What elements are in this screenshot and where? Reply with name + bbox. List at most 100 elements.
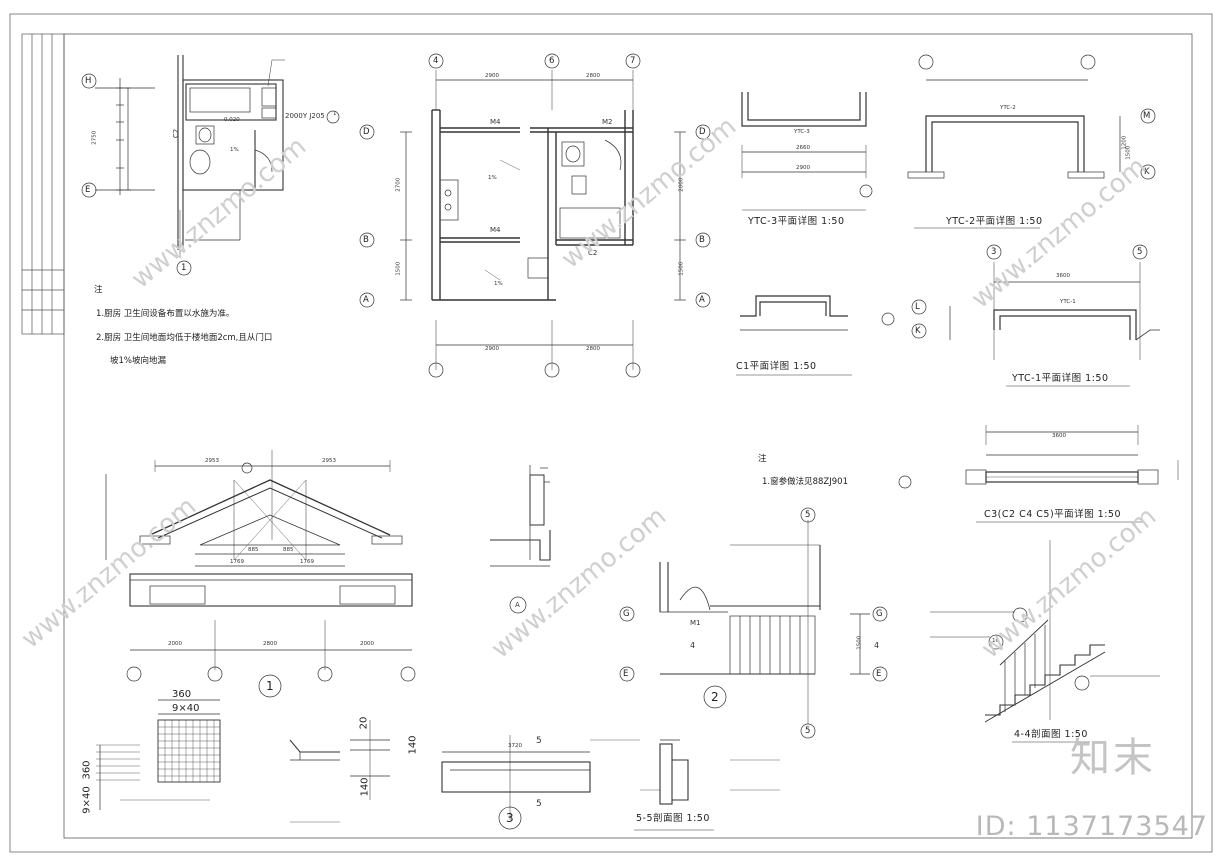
dimension-text: 2750 <box>91 130 98 145</box>
dimension-text: 2800 <box>586 73 600 79</box>
notes-line: 2.厨房 卫生间地面均低于楼地面2cm,且从门口 <box>96 333 273 343</box>
dimension-text: 2000 <box>678 177 685 192</box>
axis-label-5: 5 <box>805 726 811 736</box>
axis-bubble <box>619 606 635 622</box>
dimension-text: 20 <box>358 716 370 730</box>
axis-bubble <box>872 666 888 682</box>
elevation-tag: -0.020 <box>222 117 240 123</box>
dimension-text: 3600 <box>1052 433 1066 439</box>
ytc1-detail <box>949 262 1160 387</box>
axis-label-a: A <box>699 295 705 305</box>
title-ytc3: YTC-3平面详图 1:50 <box>748 216 845 227</box>
axis-label-g: G <box>876 609 883 619</box>
dimension-text: 2000 <box>168 641 182 647</box>
axis-bubble <box>911 323 927 339</box>
axis-bubble <box>428 362 444 378</box>
element-tag: YTC-3 <box>794 129 810 135</box>
dimension-text: 9×40 <box>81 786 93 814</box>
axis-bubble <box>176 260 192 276</box>
door-tag: M4 <box>490 118 501 126</box>
axis-label-4: 4 <box>433 56 439 66</box>
axis-bubble <box>625 362 641 378</box>
axis-bubble <box>1132 244 1148 260</box>
section-number: 2 <box>711 690 719 704</box>
axis-bubble <box>1140 108 1156 124</box>
axis-label-3: 3 <box>991 247 997 257</box>
dimension-text: 1500 <box>1125 145 1132 160</box>
dimension-text: 2660 <box>796 145 810 151</box>
door-tag: M4 <box>490 226 501 234</box>
detail-ref-label: A <box>515 601 520 609</box>
axis-label-1: 1 <box>181 263 187 273</box>
element-tag: YTC-2 <box>1000 105 1016 111</box>
roof-elevation <box>105 450 413 670</box>
title-ytc2: YTC-2平面详图 1:50 <box>946 216 1043 227</box>
axis-bubble <box>800 723 816 739</box>
axis-bubble <box>625 53 641 69</box>
detail-ref-bubble <box>1074 675 1090 691</box>
notes-line: 1.窗参做法见88ZJ901 <box>762 477 848 487</box>
kitchen-bath-plan <box>400 70 686 370</box>
axis-bubble <box>544 362 560 378</box>
dimension-text: 885 <box>283 547 294 553</box>
dimension-text: 3720 <box>508 743 522 749</box>
c3-detail <box>965 425 1179 523</box>
axis-label-e: E <box>623 669 629 679</box>
dimension-text: 2800 <box>263 641 277 647</box>
ytc2-detail <box>907 79 1121 229</box>
axis-bubble <box>695 292 711 308</box>
brand-logo-text: 知末 <box>1070 735 1156 781</box>
dimension-text: 3600 <box>1056 273 1070 279</box>
detail-ref-label: 1 <box>333 111 337 117</box>
axis-label-k: K <box>1144 167 1150 177</box>
ytc3-detail <box>741 92 867 211</box>
title-ytc1: YTC-1平面详图 1:50 <box>1012 373 1109 384</box>
c1-detail <box>736 295 852 376</box>
axis-bubble <box>359 232 375 248</box>
detail-ref-bubble <box>1012 607 1028 623</box>
dimension-text: 360 <box>81 760 93 780</box>
axis-label-m: M <box>1143 111 1151 121</box>
axis-label-d: D <box>699 127 706 137</box>
moulding-detail <box>289 720 390 823</box>
dimension-text: 360 <box>172 689 192 700</box>
dimension-text: 1500 <box>678 261 685 276</box>
axis-bubble <box>126 666 142 682</box>
section-mark: 5 <box>536 799 542 809</box>
axis-bubble <box>1140 164 1156 180</box>
axis-bubble <box>800 507 816 523</box>
notes-heading: 注 <box>758 454 767 464</box>
axis-bubble <box>695 124 711 140</box>
section-mark: 5 <box>536 736 542 746</box>
axis-label-g: G <box>623 609 630 619</box>
element-tag: YTC-1 <box>1060 299 1076 305</box>
canopy-section <box>441 735 640 820</box>
title-c3: C3(C2 C4 C5)平面详图 1:50 <box>984 509 1122 520</box>
section-ref-bubble <box>703 685 727 709</box>
dimension-text: 2953 <box>205 458 219 464</box>
axis-bubble <box>81 73 97 89</box>
axis-bubble <box>207 666 223 682</box>
axis-bubble <box>81 182 97 198</box>
axis-bubble <box>872 606 888 622</box>
section-ref-bubble <box>258 674 282 698</box>
detail-ref-bubble <box>509 596 527 614</box>
axis-bubble <box>1080 54 1096 70</box>
window-tag: C2 <box>588 249 598 257</box>
dimension-text: 2900 <box>796 165 810 171</box>
axis-bubble <box>428 53 444 69</box>
axis-bubble <box>918 54 934 70</box>
axis-label-5: 5 <box>1137 247 1143 257</box>
axis-label-l: L <box>915 302 920 312</box>
dimension-text: 1769 <box>300 559 314 565</box>
reference-tag: 2000Y J205 <box>285 112 325 120</box>
detail-ref-bubble <box>898 475 912 489</box>
inner-border <box>63 33 1193 839</box>
title-section-4-4: 4-4剖面图 1:50 <box>1014 729 1088 740</box>
detail-ref-bubble <box>326 110 340 124</box>
axis-bubble <box>881 312 895 326</box>
axis-bubble <box>359 124 375 140</box>
axis-bubble <box>859 184 873 198</box>
notes-line: 坡1%坡向地漏 <box>110 356 166 366</box>
